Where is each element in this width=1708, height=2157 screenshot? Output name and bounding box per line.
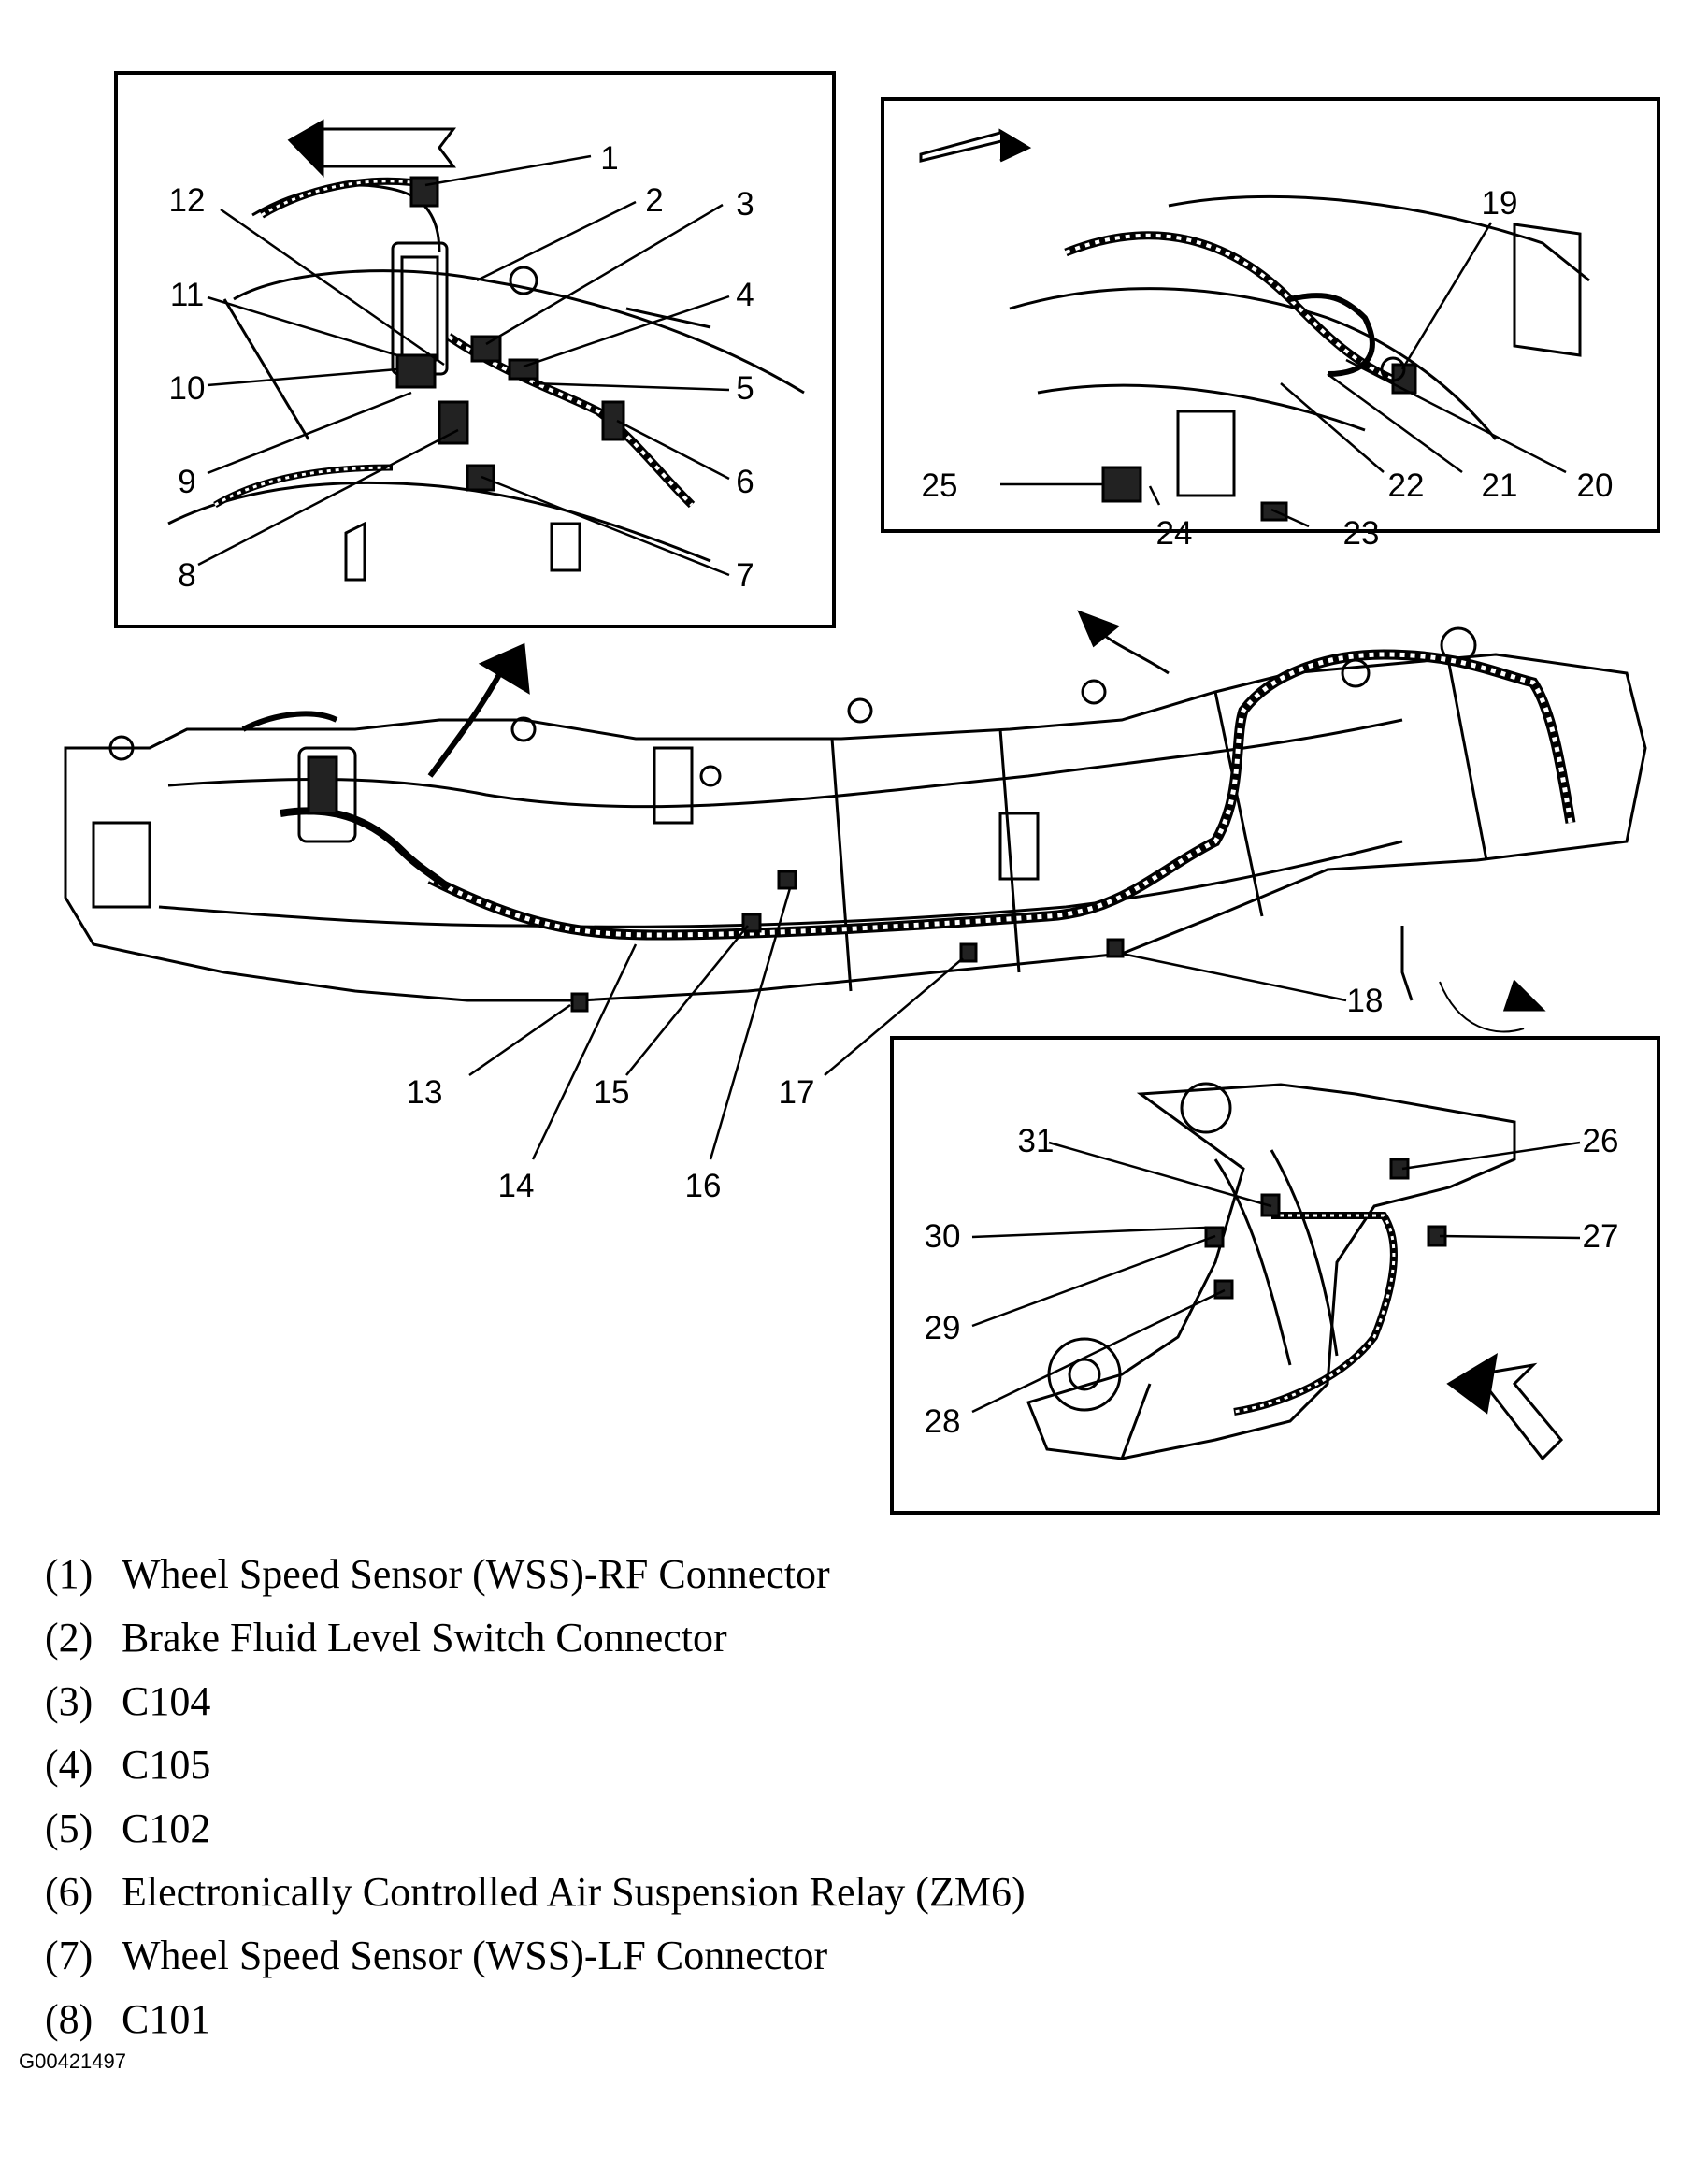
- legend-text: C101: [122, 1996, 211, 2042]
- figure-id: G00421497: [19, 2049, 126, 2073]
- callout-30: 30: [925, 1218, 961, 1255]
- legend-item: (5) C102: [45, 1797, 1026, 1861]
- inset-frame-bottom-right: [890, 1036, 1660, 1515]
- callout-19: 19: [1482, 185, 1518, 222]
- legend-text: Electronically Controlled Air Suspension…: [122, 1869, 1026, 1915]
- callout-arrow-icon: [478, 642, 530, 695]
- callout-11: 11: [170, 277, 204, 313]
- callout-29: 29: [925, 1310, 961, 1346]
- legend-number: (3): [45, 1678, 93, 1724]
- callout-14: 14: [498, 1168, 535, 1204]
- direction-arrow-icon: [1474, 1362, 1564, 1461]
- legend-text: C104: [122, 1678, 211, 1724]
- legend-item: (4) C105: [45, 1733, 1026, 1797]
- callout-2: 2: [645, 182, 663, 219]
- legend-number: (7): [45, 1933, 93, 1978]
- inset-frame-top-left: [114, 71, 836, 628]
- callout-25: 25: [922, 467, 958, 504]
- wiring-harness-diagram: 1 2 3 4 5 6 7 8 9 10 11 12 13 14 15 16 1…: [64, 71, 1660, 1515]
- callout-arrow-icon: [1502, 979, 1546, 1012]
- callout-9: 9: [178, 464, 195, 500]
- legend-text: Wheel Speed Sensor (WSS)-LF Connector: [122, 1933, 828, 1978]
- legend-item: (6) Electronically Controlled Air Suspens…: [45, 1861, 1026, 1924]
- front-harness-detail: [167, 119, 805, 582]
- callout-27: 27: [1583, 1218, 1619, 1255]
- legend-text: C102: [122, 1805, 211, 1851]
- legend-text: Brake Fluid Level Switch Connector: [122, 1615, 727, 1661]
- callout-7: 7: [736, 557, 754, 594]
- callout-21: 21: [1482, 467, 1518, 504]
- callout-8: 8: [178, 557, 195, 594]
- callout-23: 23: [1343, 515, 1380, 552]
- callout-1: 1: [600, 140, 618, 177]
- direction-arrowhead-icon: [287, 119, 324, 178]
- inset-frame-top-right: [881, 97, 1660, 533]
- legend-number: (8): [45, 1996, 93, 2042]
- callout-arrow-icon: [1077, 610, 1120, 648]
- legend-text: Wheel Speed Sensor (WSS)-RF Connector: [122, 1551, 830, 1597]
- legend-number: (6): [45, 1869, 93, 1915]
- legend-number: (1): [45, 1551, 93, 1597]
- callout-26: 26: [1583, 1123, 1619, 1159]
- callout-22: 22: [1388, 467, 1425, 504]
- legend-item: (3) C104: [45, 1670, 1026, 1733]
- callout-16: 16: [685, 1168, 722, 1204]
- callout-17: 17: [779, 1074, 815, 1111]
- callout-28: 28: [925, 1403, 961, 1440]
- legend-item: (8) C101: [45, 1988, 1026, 2051]
- direction-arrow-icon: [321, 127, 456, 168]
- callout-20: 20: [1577, 467, 1614, 504]
- front-axle-detail: [1026, 1082, 1564, 1461]
- legend-number: (5): [45, 1805, 93, 1851]
- legend-number: (4): [45, 1742, 93, 1788]
- leader-lines: [197, 154, 1581, 1414]
- rear-harness-detail: [919, 128, 1590, 522]
- vehicle-frame: [64, 610, 1647, 1033]
- callout-12: 12: [169, 182, 206, 219]
- legend-item: (1) Wheel Speed Sensor (WSS)-RF Connector: [45, 1543, 1026, 1606]
- callout-6: 6: [736, 464, 754, 500]
- callout-4: 4: [736, 277, 754, 313]
- callout-15: 15: [594, 1074, 630, 1111]
- callout-13: 13: [407, 1074, 443, 1111]
- callout-3: 3: [736, 186, 754, 223]
- callout-31: 31: [1018, 1123, 1055, 1159]
- legend-list: (1) Wheel Speed Sensor (WSS)-RF Connector…: [45, 1543, 1026, 2051]
- callout-24: 24: [1156, 515, 1193, 552]
- legend-item: (7) Wheel Speed Sensor (WSS)-LF Connector: [45, 1924, 1026, 1988]
- callout-18: 18: [1347, 983, 1384, 1019]
- legend-text: C105: [122, 1742, 211, 1788]
- callout-labels: 1 2 3 4 5 6 7 8 9 10 11 12 13 14 15 16 1…: [169, 140, 1619, 1440]
- callout-10: 10: [169, 370, 206, 407]
- legend-item: (2) Brake Fluid Level Switch Connector: [45, 1606, 1026, 1670]
- legend-number: (2): [45, 1615, 93, 1661]
- callout-5: 5: [736, 370, 754, 407]
